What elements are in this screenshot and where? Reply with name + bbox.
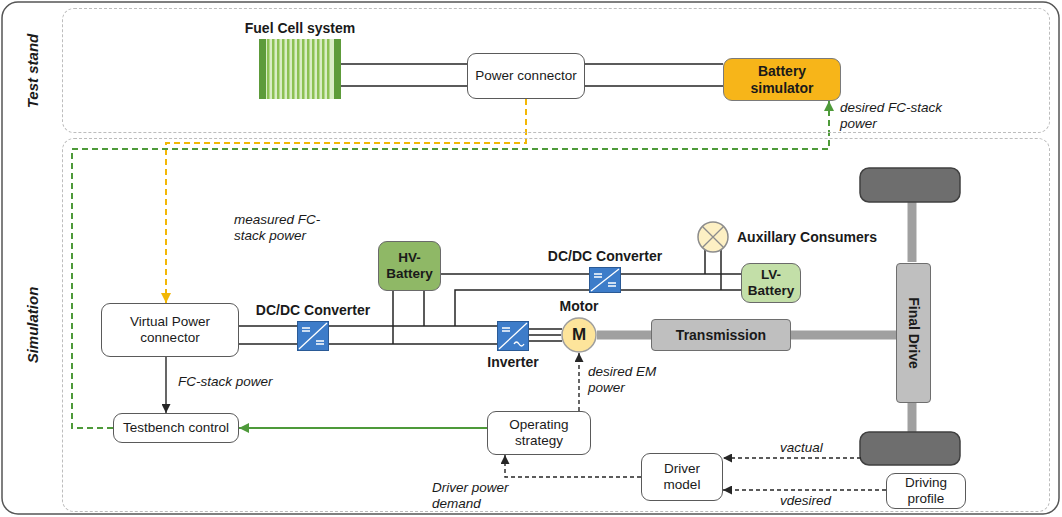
connector (239, 326, 297, 344)
final-drive-box: Final Drive (896, 263, 931, 403)
battery-box: HV-Battery (378, 241, 441, 291)
node-label: Operating strategy (493, 417, 585, 448)
node-label: Auxillary Consumers (737, 229, 877, 245)
connector (239, 427, 487, 429)
connector (393, 291, 424, 344)
fuel-cell-stack-drawing (259, 39, 341, 99)
edge-label: vdesired (778, 493, 833, 509)
connector (329, 326, 497, 344)
connector (585, 64, 723, 86)
process-box: Operating strategy (487, 411, 591, 455)
converter-symbol: DC/DC Converter (297, 321, 329, 351)
node-label: DC/DC Converter (548, 248, 662, 264)
edge-label: Driver power demand (430, 480, 530, 511)
node-label: Test stand (24, 33, 41, 107)
converter-symbol: DC/DC Converter (589, 267, 621, 293)
inverter-symbol: Inverter (497, 321, 529, 351)
connector (165, 357, 166, 413)
connector (72, 101, 829, 428)
node-label: Virtual Power connector (107, 314, 233, 345)
node-label: Motor (560, 298, 599, 314)
process-box: Driving profile (886, 473, 966, 509)
connector (723, 489, 886, 490)
node-label: HV-Battery (381, 250, 438, 281)
connector (505, 455, 641, 477)
node-label: Simulation (24, 287, 41, 364)
connector (791, 331, 896, 340)
fuel-cell-stack: Fuel Cell system (259, 39, 341, 99)
wheel (860, 168, 960, 202)
edge-label: desired FC-stack power (838, 100, 946, 131)
region-band: Test standFuel Cell systemPower connecto… (62, 8, 1050, 133)
process-box: Power connector (467, 53, 585, 99)
process-box: Virtual Power connector (101, 303, 239, 357)
edge-label: vactual (778, 440, 825, 456)
node-label: Testbench control (123, 420, 229, 436)
node-label: Battery simulator (729, 63, 835, 95)
connector (578, 353, 579, 411)
edge-label: measured FC-stack power (232, 212, 340, 243)
process-box: Testbench control (113, 413, 239, 443)
lamp-drawing (697, 221, 729, 253)
node-label: Fuel Cell system (245, 20, 356, 36)
node-label: M (572, 325, 586, 345)
lamp-symbol: Auxillary Consumers (697, 221, 729, 253)
connector (529, 329, 562, 341)
node-label: Driver model (647, 461, 717, 492)
connector (705, 250, 721, 290)
node-label: Power connector (475, 68, 576, 84)
edge-label: desired EM power (586, 364, 662, 395)
battery-box: LV-Battery (741, 263, 801, 303)
motor-symbol: MotorM (561, 317, 597, 353)
node-label: Transmission (676, 327, 766, 343)
axle (908, 202, 917, 262)
converter-drawing (589, 267, 621, 293)
connector (723, 457, 861, 458)
node-label: Inverter (487, 354, 538, 370)
axle (908, 402, 917, 432)
connector (621, 274, 741, 290)
transmission-box: Transmission (651, 319, 791, 351)
connector (166, 99, 526, 303)
process-box: Battery simulator (723, 58, 841, 101)
inverter-drawing (497, 321, 529, 351)
node-label: Driving profile (892, 475, 960, 506)
node-label: LV-Battery (744, 267, 798, 298)
connector (341, 64, 467, 86)
converter-drawing (297, 321, 329, 351)
node-label: DC/DC Converter (256, 302, 370, 318)
region-band: SimulationHV-BatteryDC/DC ConverterAuxil… (62, 138, 1050, 512)
connector (597, 331, 651, 340)
edge-label: FC-stack power (176, 374, 275, 390)
wheel (860, 432, 960, 465)
node-label: Final Drive (905, 297, 921, 369)
process-box: Driver model (641, 453, 723, 501)
